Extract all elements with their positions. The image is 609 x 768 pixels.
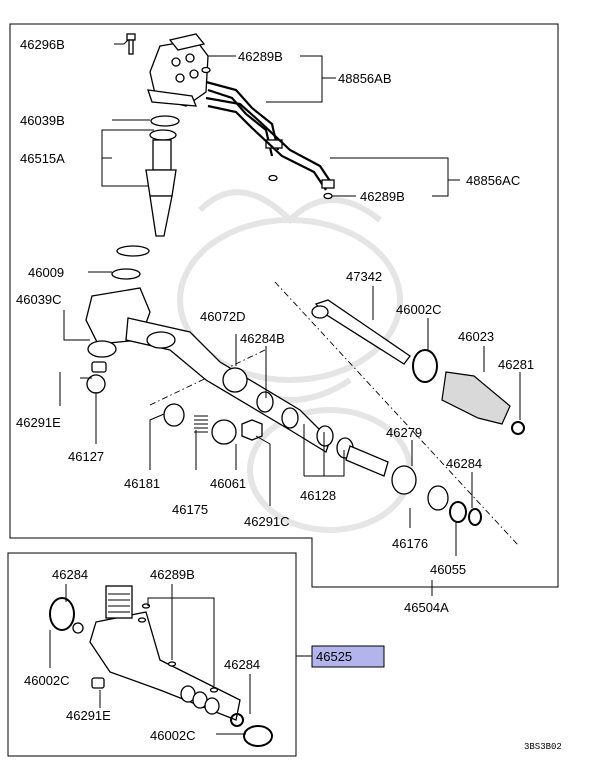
label-46039b: 46039B [20, 113, 65, 128]
label-46009: 46009 [28, 265, 64, 280]
label-46175: 46175 [172, 502, 208, 517]
bushing-46279 [391, 465, 417, 495]
label-46284-top: 46284 [446, 456, 482, 471]
inset-clip-left [49, 597, 84, 634]
yoke-46061 [211, 419, 237, 445]
label-48856ac: 48856AC [466, 173, 520, 188]
label-46504a: 46504A [404, 600, 449, 615]
label-46061: 46061 [210, 476, 246, 491]
inset-clip-bottom [243, 725, 273, 747]
tie-rod-47342 [311, 299, 411, 365]
label-46002c-inset-bottom: 46002C [150, 728, 196, 743]
cap-46291e [91, 361, 107, 373]
plug-46181 [163, 403, 185, 427]
figure-code: 3BS3B02 [524, 742, 562, 752]
rack-housing [85, 287, 389, 477]
label-46281: 46281 [498, 357, 534, 372]
label-46291e-top: 46291E [16, 415, 61, 430]
inset-seals [180, 685, 220, 715]
snap-ring-46055 [449, 501, 467, 523]
inset-ring-46284 [230, 713, 244, 727]
locknut-46291c [241, 419, 263, 441]
boot-46023 [441, 371, 511, 425]
label-46279: 46279 [386, 425, 422, 440]
label-46072d: 46072D [200, 309, 246, 324]
clip-46281 [511, 421, 525, 435]
label-46284b: 46284B [240, 331, 285, 346]
o-ring-46289b [201, 66, 333, 200]
spring-46175 [194, 415, 208, 433]
label-46296b: 46296B [20, 37, 65, 52]
label-46002c-top: 46002C [396, 302, 442, 317]
inset-o-rings [137, 603, 219, 693]
label-46289b-top: 46289B [238, 49, 283, 64]
label-46055: 46055 [430, 562, 466, 577]
label-46289b-mid: 46289B [360, 189, 405, 204]
label-47342: 47342 [346, 269, 382, 284]
label-46002c-inset-left: 46002C [24, 673, 70, 688]
label-46291c: 46291C [244, 514, 290, 529]
label-46039c: 46039C [16, 292, 62, 307]
highlight-46525 [311, 645, 385, 668]
main-assembly-frame [9, 23, 559, 588]
seal-46176 [427, 485, 449, 511]
label-46181: 46181 [124, 476, 160, 491]
pinion-assembly [111, 115, 180, 280]
clip-46002c [412, 349, 438, 383]
label-46291e-inset: 46291E [66, 708, 111, 723]
bushing-46039c [87, 340, 117, 358]
pinion-valve-housing [147, 33, 209, 107]
label-46284-inset-right: 46284 [224, 657, 260, 672]
pipe-48856ac [205, 96, 335, 191]
label-46128: 46128 [300, 488, 336, 503]
label-46515a: 46515A [20, 151, 65, 166]
label-46289b-inset: 46289B [150, 567, 195, 582]
label-46176: 46176 [392, 536, 428, 551]
label-46127: 46127 [68, 449, 104, 464]
ring-46284 [468, 508, 482, 526]
label-46525: 46525 [316, 649, 352, 664]
inset-housing [89, 585, 241, 721]
leader-lines [49, 39, 521, 735]
label-48856ab: 48856AB [338, 71, 392, 86]
inset-cap-46291e [91, 677, 105, 689]
inset-frame [7, 552, 297, 757]
label-46284-inset-left: 46284 [52, 567, 88, 582]
bolt-46296b [126, 33, 136, 55]
label-46023: 46023 [458, 329, 494, 344]
